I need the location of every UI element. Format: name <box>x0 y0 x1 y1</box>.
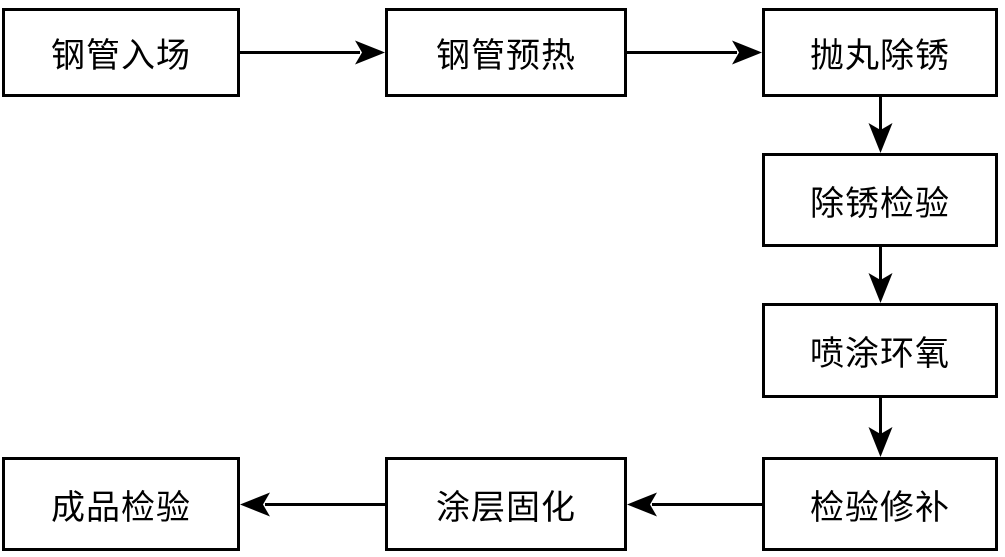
flow-node-derust-inspection: 除锈检验 <box>762 153 998 247</box>
flow-node-label: 抛丸除锈 <box>810 36 950 76</box>
flow-node-pipe-preheat: 钢管预热 <box>385 8 627 97</box>
arrow-shot-blast-derust-to-derust-inspection <box>868 97 893 153</box>
arrow-coating-cure-to-final-inspection <box>240 492 385 517</box>
flow-node-label: 喷涂环氧 <box>810 334 950 374</box>
arrow-inspection-repair-to-coating-cure <box>627 492 762 517</box>
flow-node-label: 钢管入场 <box>51 36 191 76</box>
flow-node-shot-blast-derust: 抛丸除锈 <box>762 8 998 97</box>
flow-node-label: 除锈检验 <box>810 183 950 224</box>
arrow-epoxy-spray-to-inspection-repair <box>868 398 893 457</box>
arrow-pipe-entry-to-pipe-preheat <box>240 40 385 65</box>
flow-node-coating-cure: 涂层固化 <box>385 457 627 551</box>
flow-node-label: 钢管预热 <box>436 36 576 76</box>
flow-node-pipe-entry: 钢管入场 <box>2 8 240 97</box>
flow-node-epoxy-spray: 喷涂环氧 <box>762 303 998 398</box>
flow-node-inspection-repair: 检验修补 <box>762 457 998 551</box>
arrow-derust-inspection-to-epoxy-spray <box>868 247 893 303</box>
flow-node-label: 涂层固化 <box>436 487 576 528</box>
flow-node-final-inspection: 成品检验 <box>2 457 240 551</box>
flow-node-label: 检验修补 <box>810 487 950 528</box>
arrow-pipe-preheat-to-shot-blast-derust <box>627 40 762 65</box>
flow-node-label: 成品检验 <box>51 487 191 528</box>
